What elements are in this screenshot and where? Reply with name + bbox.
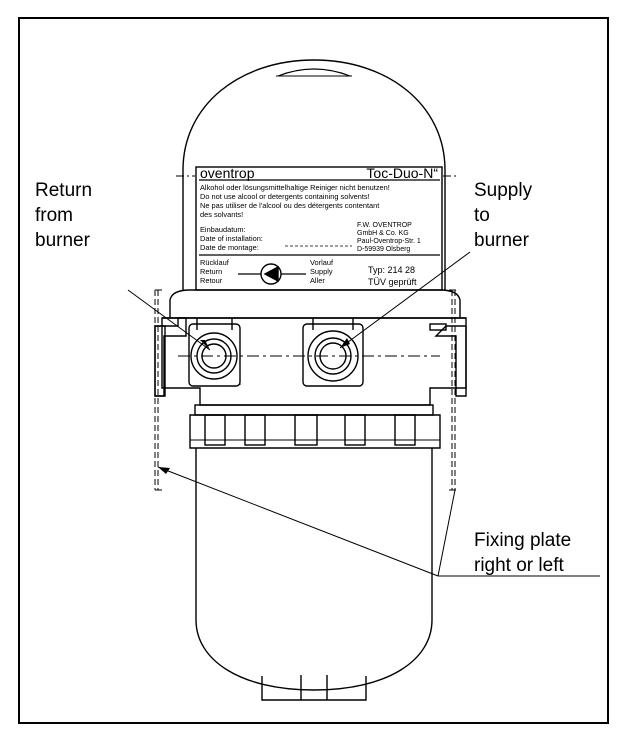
return-port [188, 318, 241, 387]
model-text: Toc-Duo-N“ [366, 165, 438, 181]
warning-line-3: Ne pas utiliser de l'alcool ou des déter… [200, 201, 379, 210]
drawing-frame [18, 17, 609, 724]
install-label-fr: Date de montage: [200, 243, 259, 252]
address-line-2: GmbH & Co. KG [357, 230, 409, 237]
filter-dome [182, 59, 446, 290]
supply-callout-line-3: burner [474, 230, 529, 251]
fixing-callout-line-2: right or left [474, 555, 564, 576]
supply-leader [339, 251, 471, 349]
fixing-bracket-right [434, 325, 467, 397]
address-line-1: F.W. OVENTROP [357, 222, 412, 229]
return-label-fr: Retour [200, 276, 223, 285]
supply-label-fr: Aller [310, 276, 325, 285]
approval-mark: TÜV geprüft [368, 277, 417, 287]
warning-line-2: Do not use alcool or detergents containi… [200, 192, 370, 201]
filter-head [169, 289, 461, 318]
fixing-leader-left [157, 466, 439, 577]
install-label-en: Date of installation: [200, 234, 263, 243]
fixing-callout-line-1: Fixing plate [474, 530, 572, 551]
supply-label-en: Supply [310, 267, 333, 276]
return-callout: Return from burner [35, 178, 92, 253]
address-line-4: D-59939 Olsberg [357, 246, 410, 253]
install-label-de: Einbaudatum: [200, 225, 246, 234]
dome-cap-ridge [277, 68, 351, 77]
return-callout-line-1: Return [35, 180, 93, 201]
return-label-de: Rücklauf [200, 258, 230, 267]
brand-text: oventrop [200, 165, 255, 181]
supply-callout: Supply to burner [474, 178, 532, 253]
filter-bowl [195, 448, 433, 691]
address-line-3: Paul-Oventrop-Str. 1 [357, 238, 421, 245]
return-label-en: Return [200, 267, 222, 276]
warning-line-1: Alkohol oder lösungsmittelhaltige Reinig… [200, 183, 390, 192]
warning-line-4: des solvants! [200, 210, 243, 219]
supply-label-de: Vorlauf [310, 258, 334, 267]
supply-callout-line-2: to [474, 205, 490, 226]
return-callout-line-3: burner [35, 230, 90, 251]
fixing-plate-callout: Fixing plate right or left [474, 528, 571, 578]
fixing-bracket-left [154, 317, 187, 397]
fixing-leader-right [437, 489, 456, 577]
return-leader [127, 289, 211, 351]
supply-port [302, 318, 364, 387]
type-number: Typ: 214 28 [368, 265, 415, 275]
bowl-collar [189, 404, 441, 449]
supply-callout-line-1: Supply [474, 180, 533, 201]
return-callout-line-2: from [35, 205, 73, 226]
